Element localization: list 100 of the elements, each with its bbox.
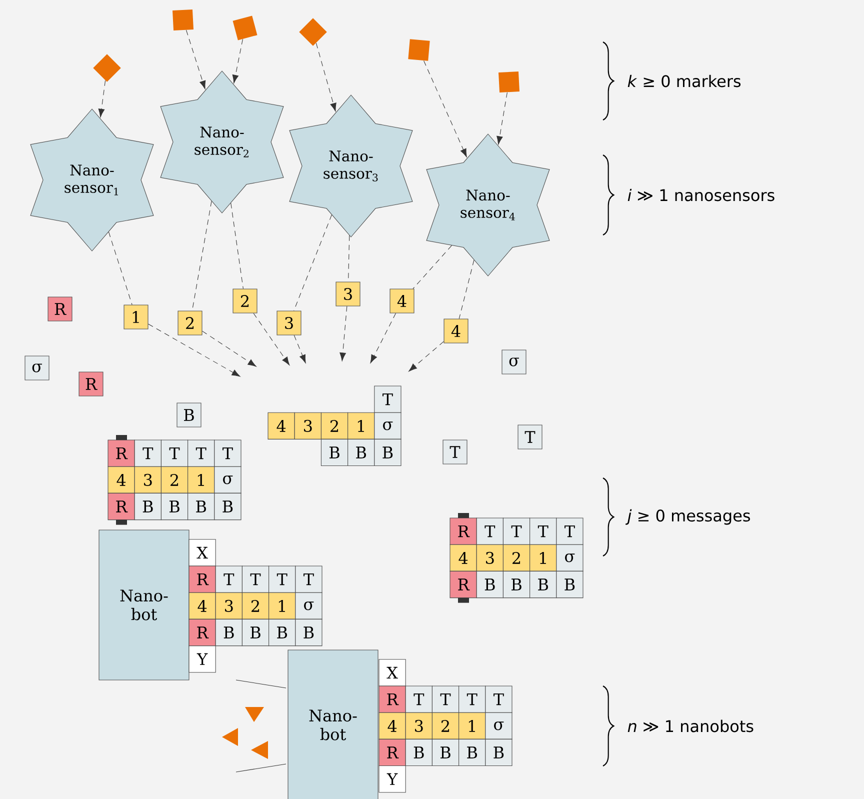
message-cell: R bbox=[188, 566, 216, 593]
group-label: n ≫ 1 nanobots bbox=[628, 720, 754, 732]
message-cell: σ bbox=[485, 712, 512, 740]
message-cell: T bbox=[485, 686, 512, 713]
message-cell: B bbox=[458, 738, 486, 766]
message-cell: T bbox=[268, 566, 296, 593]
marker-diamond bbox=[299, 18, 327, 46]
arrow bbox=[370, 313, 396, 364]
nanosensor-star: Nano- sensor$_{1}$ bbox=[30, 108, 154, 252]
message-cell: T bbox=[476, 518, 504, 545]
nanosensor-star: Nano- sensor$_{4}$ bbox=[426, 134, 550, 276]
message-cell: 4 bbox=[268, 412, 295, 440]
message-cell: T bbox=[215, 566, 242, 593]
message-cell: B bbox=[215, 618, 242, 646]
message-cell: T bbox=[374, 386, 402, 413]
message-cell: B bbox=[348, 438, 375, 466]
message-cell: B bbox=[530, 570, 557, 598]
arrow bbox=[253, 313, 290, 366]
nanobot-box: Nano- bot bbox=[98, 530, 190, 680]
message-cell: 3 bbox=[294, 412, 322, 440]
number-tile: 2 bbox=[178, 310, 202, 336]
number-tile: 2 bbox=[232, 288, 258, 314]
message-cell: σ bbox=[556, 544, 584, 572]
message-cell: R bbox=[188, 618, 216, 646]
arrow bbox=[424, 60, 467, 158]
message-cell: Y bbox=[188, 646, 216, 673]
message-cell: R bbox=[108, 492, 135, 520]
arrow bbox=[232, 38, 244, 84]
group-label: k ≥ 0 markers bbox=[628, 74, 741, 88]
message-cell: B bbox=[476, 570, 504, 598]
message-cell: B bbox=[432, 738, 460, 766]
symbol-tile: B bbox=[176, 402, 202, 428]
message-cell: 2 bbox=[502, 544, 530, 572]
message-cell: B bbox=[405, 738, 432, 766]
message-cell: B bbox=[502, 570, 530, 598]
message-cell: B bbox=[374, 438, 402, 466]
message-cell: B bbox=[134, 492, 162, 520]
message-cell: B bbox=[188, 492, 215, 520]
message-cell: X bbox=[188, 539, 216, 566]
message-cell: 4 bbox=[108, 466, 135, 494]
message-cell: T bbox=[405, 686, 432, 713]
symbol-tile: σ bbox=[502, 350, 526, 374]
group-label: i ≫ 1 nanosensors bbox=[628, 188, 774, 202]
message-cell: B bbox=[268, 618, 296, 646]
arrow bbox=[98, 80, 106, 118]
message-cell: B bbox=[320, 438, 348, 466]
number-tile: 4 bbox=[390, 288, 414, 314]
message-cell: 3 bbox=[476, 544, 504, 572]
message-cell: σ bbox=[374, 412, 402, 440]
message-cell: B bbox=[214, 492, 242, 520]
nanosensor-star: Nano- sensor$_{2}$ bbox=[160, 70, 284, 214]
message-cell: T bbox=[134, 440, 162, 467]
message-cell: 1 bbox=[348, 412, 375, 440]
arrow bbox=[202, 330, 256, 367]
number-tile: 3 bbox=[276, 310, 302, 336]
message-cell: B bbox=[242, 618, 270, 646]
symbol-tile: R bbox=[48, 296, 72, 322]
message-cell: 1 bbox=[530, 544, 557, 572]
message-cell: 1 bbox=[268, 592, 296, 620]
arrow bbox=[496, 92, 508, 145]
message-cell: 2 bbox=[320, 412, 348, 440]
arrow bbox=[294, 335, 306, 364]
message-cell: 2 bbox=[160, 466, 188, 494]
symbol-tile: T bbox=[442, 440, 468, 464]
message-cell: T bbox=[242, 566, 270, 593]
arrow bbox=[340, 306, 348, 362]
symbol-tile: T bbox=[518, 424, 542, 450]
message-cell: B bbox=[160, 492, 188, 520]
message-cell: T bbox=[458, 686, 486, 713]
arrow bbox=[408, 341, 444, 372]
message-cell: T bbox=[160, 440, 188, 467]
symbol-tile: σ bbox=[24, 356, 50, 380]
message-cell: σ bbox=[214, 466, 242, 494]
message-cell: 3 bbox=[405, 712, 432, 740]
message-cell: B bbox=[295, 618, 322, 646]
message-cell: R bbox=[378, 686, 406, 713]
message-cell: X bbox=[378, 659, 406, 686]
number-tile: 3 bbox=[336, 282, 360, 306]
message-cell: R bbox=[108, 440, 135, 467]
arrow bbox=[316, 42, 336, 112]
message-cell: T bbox=[432, 686, 460, 713]
message-cell: 3 bbox=[215, 592, 242, 620]
number-tile: 4 bbox=[444, 318, 468, 344]
message-cell: 1 bbox=[458, 712, 486, 740]
message-cell: T bbox=[530, 518, 557, 545]
marker-diamond bbox=[93, 54, 121, 82]
nanosensor-star: Nano- sensor$_{3}$ bbox=[289, 94, 413, 238]
message-cell: 2 bbox=[242, 592, 270, 620]
message-cell: T bbox=[295, 566, 322, 593]
message-cell: R bbox=[450, 570, 477, 598]
message-cell: B bbox=[485, 738, 512, 766]
message-cell: 4 bbox=[378, 712, 406, 740]
message-cell: 1 bbox=[188, 466, 215, 494]
message-cell: σ bbox=[295, 592, 322, 620]
message-cell: T bbox=[556, 518, 584, 545]
arrow bbox=[186, 30, 206, 90]
message-cell: B bbox=[556, 570, 584, 598]
message-cell: 3 bbox=[134, 466, 162, 494]
number-tile: 1 bbox=[124, 304, 148, 330]
message-cell: 4 bbox=[188, 592, 216, 620]
